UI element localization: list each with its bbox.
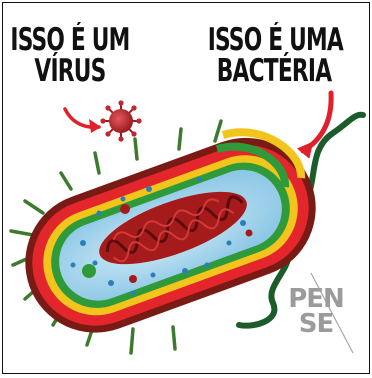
bacteria-caption-line-2: BACTÉRIA [208,56,341,87]
virus-particle [100,100,141,141]
pense-logo: PEN SE [281,287,351,336]
logo-line-2: SE [281,312,351,337]
bacteria-caption: ISSO É UMA BACTÉRIA [208,25,341,87]
vacuole [82,264,96,278]
arrow-to-virus [65,109,101,133]
virus-caption-line-2: VÍRUS [4,56,137,87]
arrow-to-bacteria [297,93,331,159]
logo-line-1: PEN [281,287,351,312]
virus-caption: ISSO É UM VÍRUS [4,25,137,87]
bacteria-caption-line-1: ISSO É UMA [208,25,341,56]
illustration-frame: ISSO É UM VÍRUS ISSO É UMA BACTÉRIA PEN … [2,2,370,374]
virus-caption-line-1: ISSO É UM [4,25,137,56]
